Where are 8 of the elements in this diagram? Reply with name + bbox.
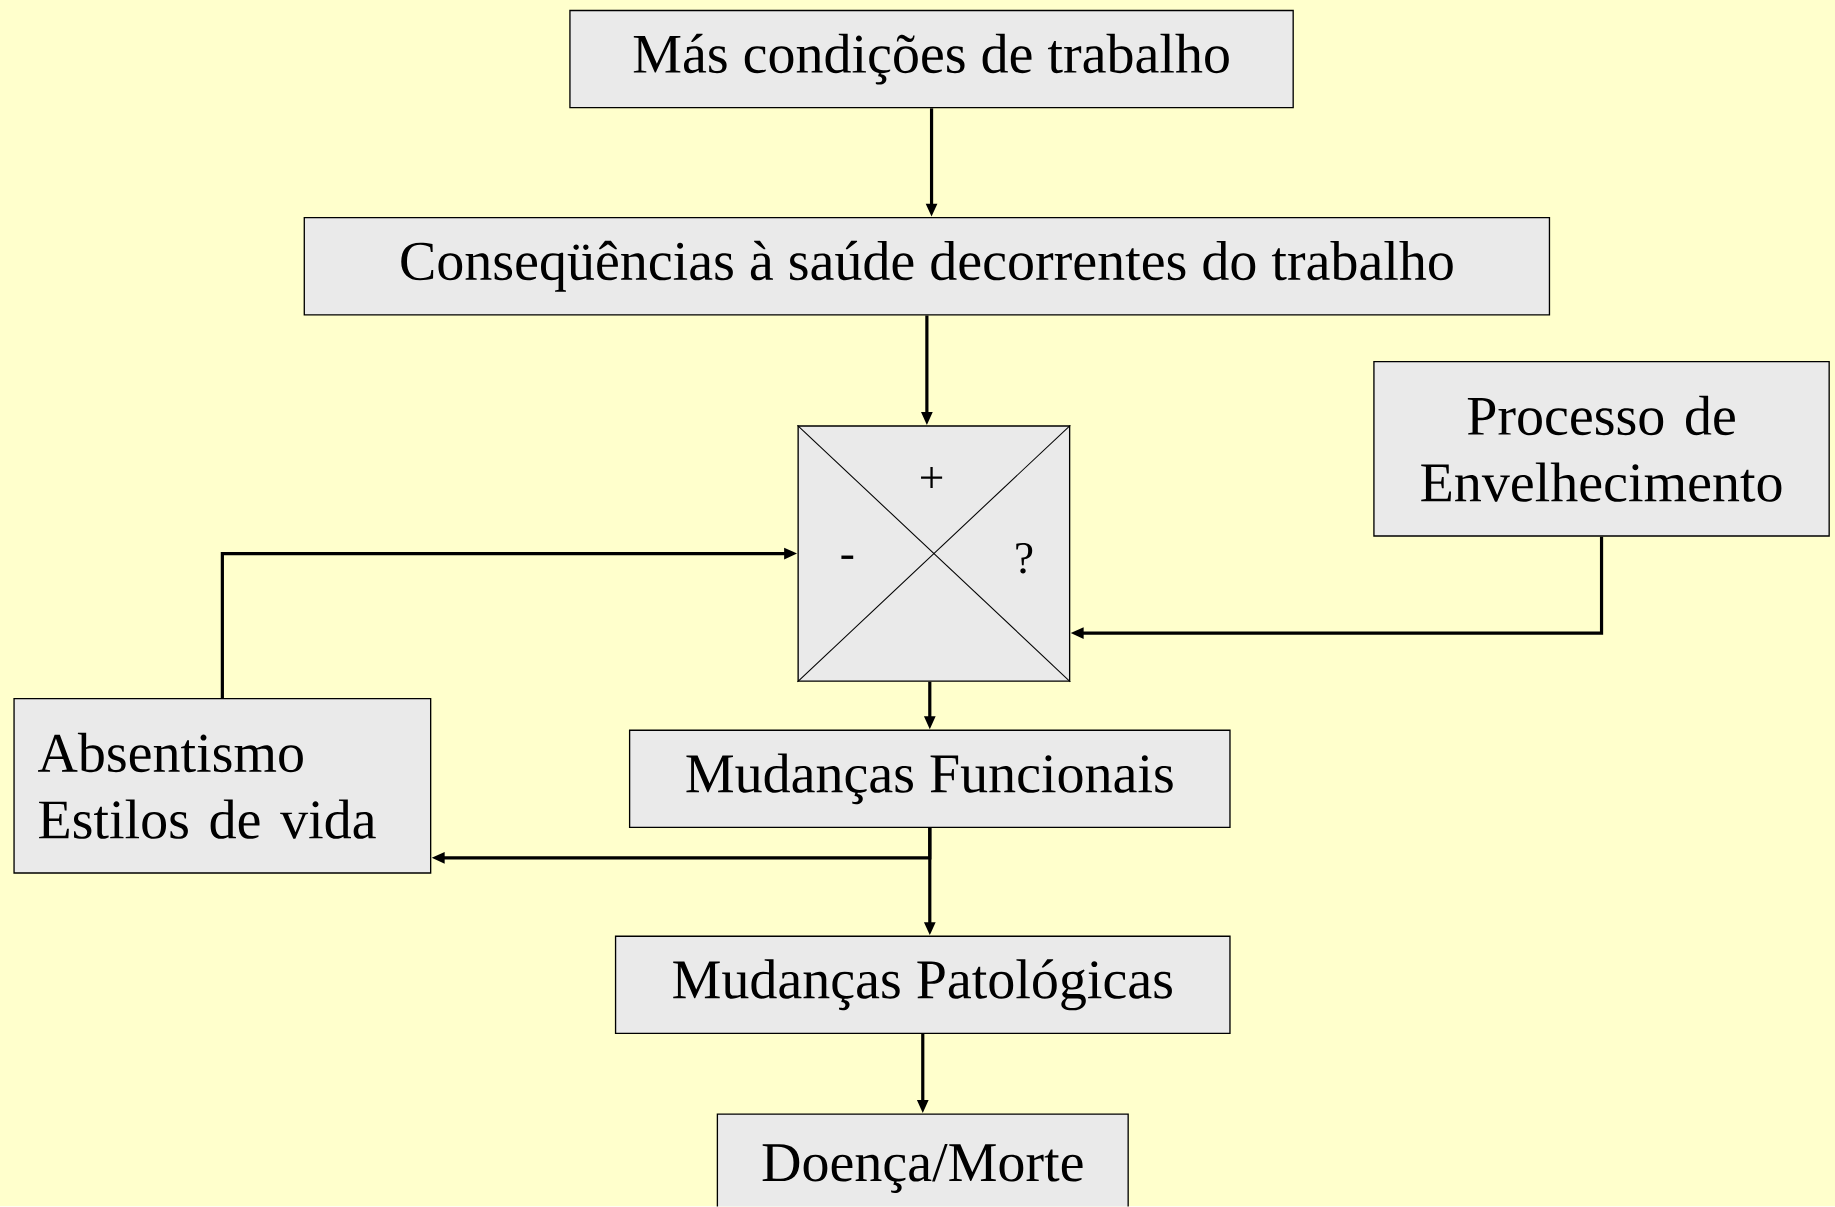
text-box: Mudanças Patológicas: [614, 935, 1231, 1035]
text-box: Doença/Morte: [716, 1113, 1129, 1207]
text-box: Mudanças Funcionais: [628, 729, 1231, 829]
text-box: Conseqüências à saúde decorrentes do trabalho: [303, 217, 1551, 316]
crossed-box: + - ?: [796, 425, 1071, 683]
text-box: Absentismo Estilos de vida: [13, 698, 432, 874]
text-box: Más condições de trabalho: [569, 10, 1294, 109]
text-box: Processo de Envelhecimento: [1373, 361, 1830, 537]
